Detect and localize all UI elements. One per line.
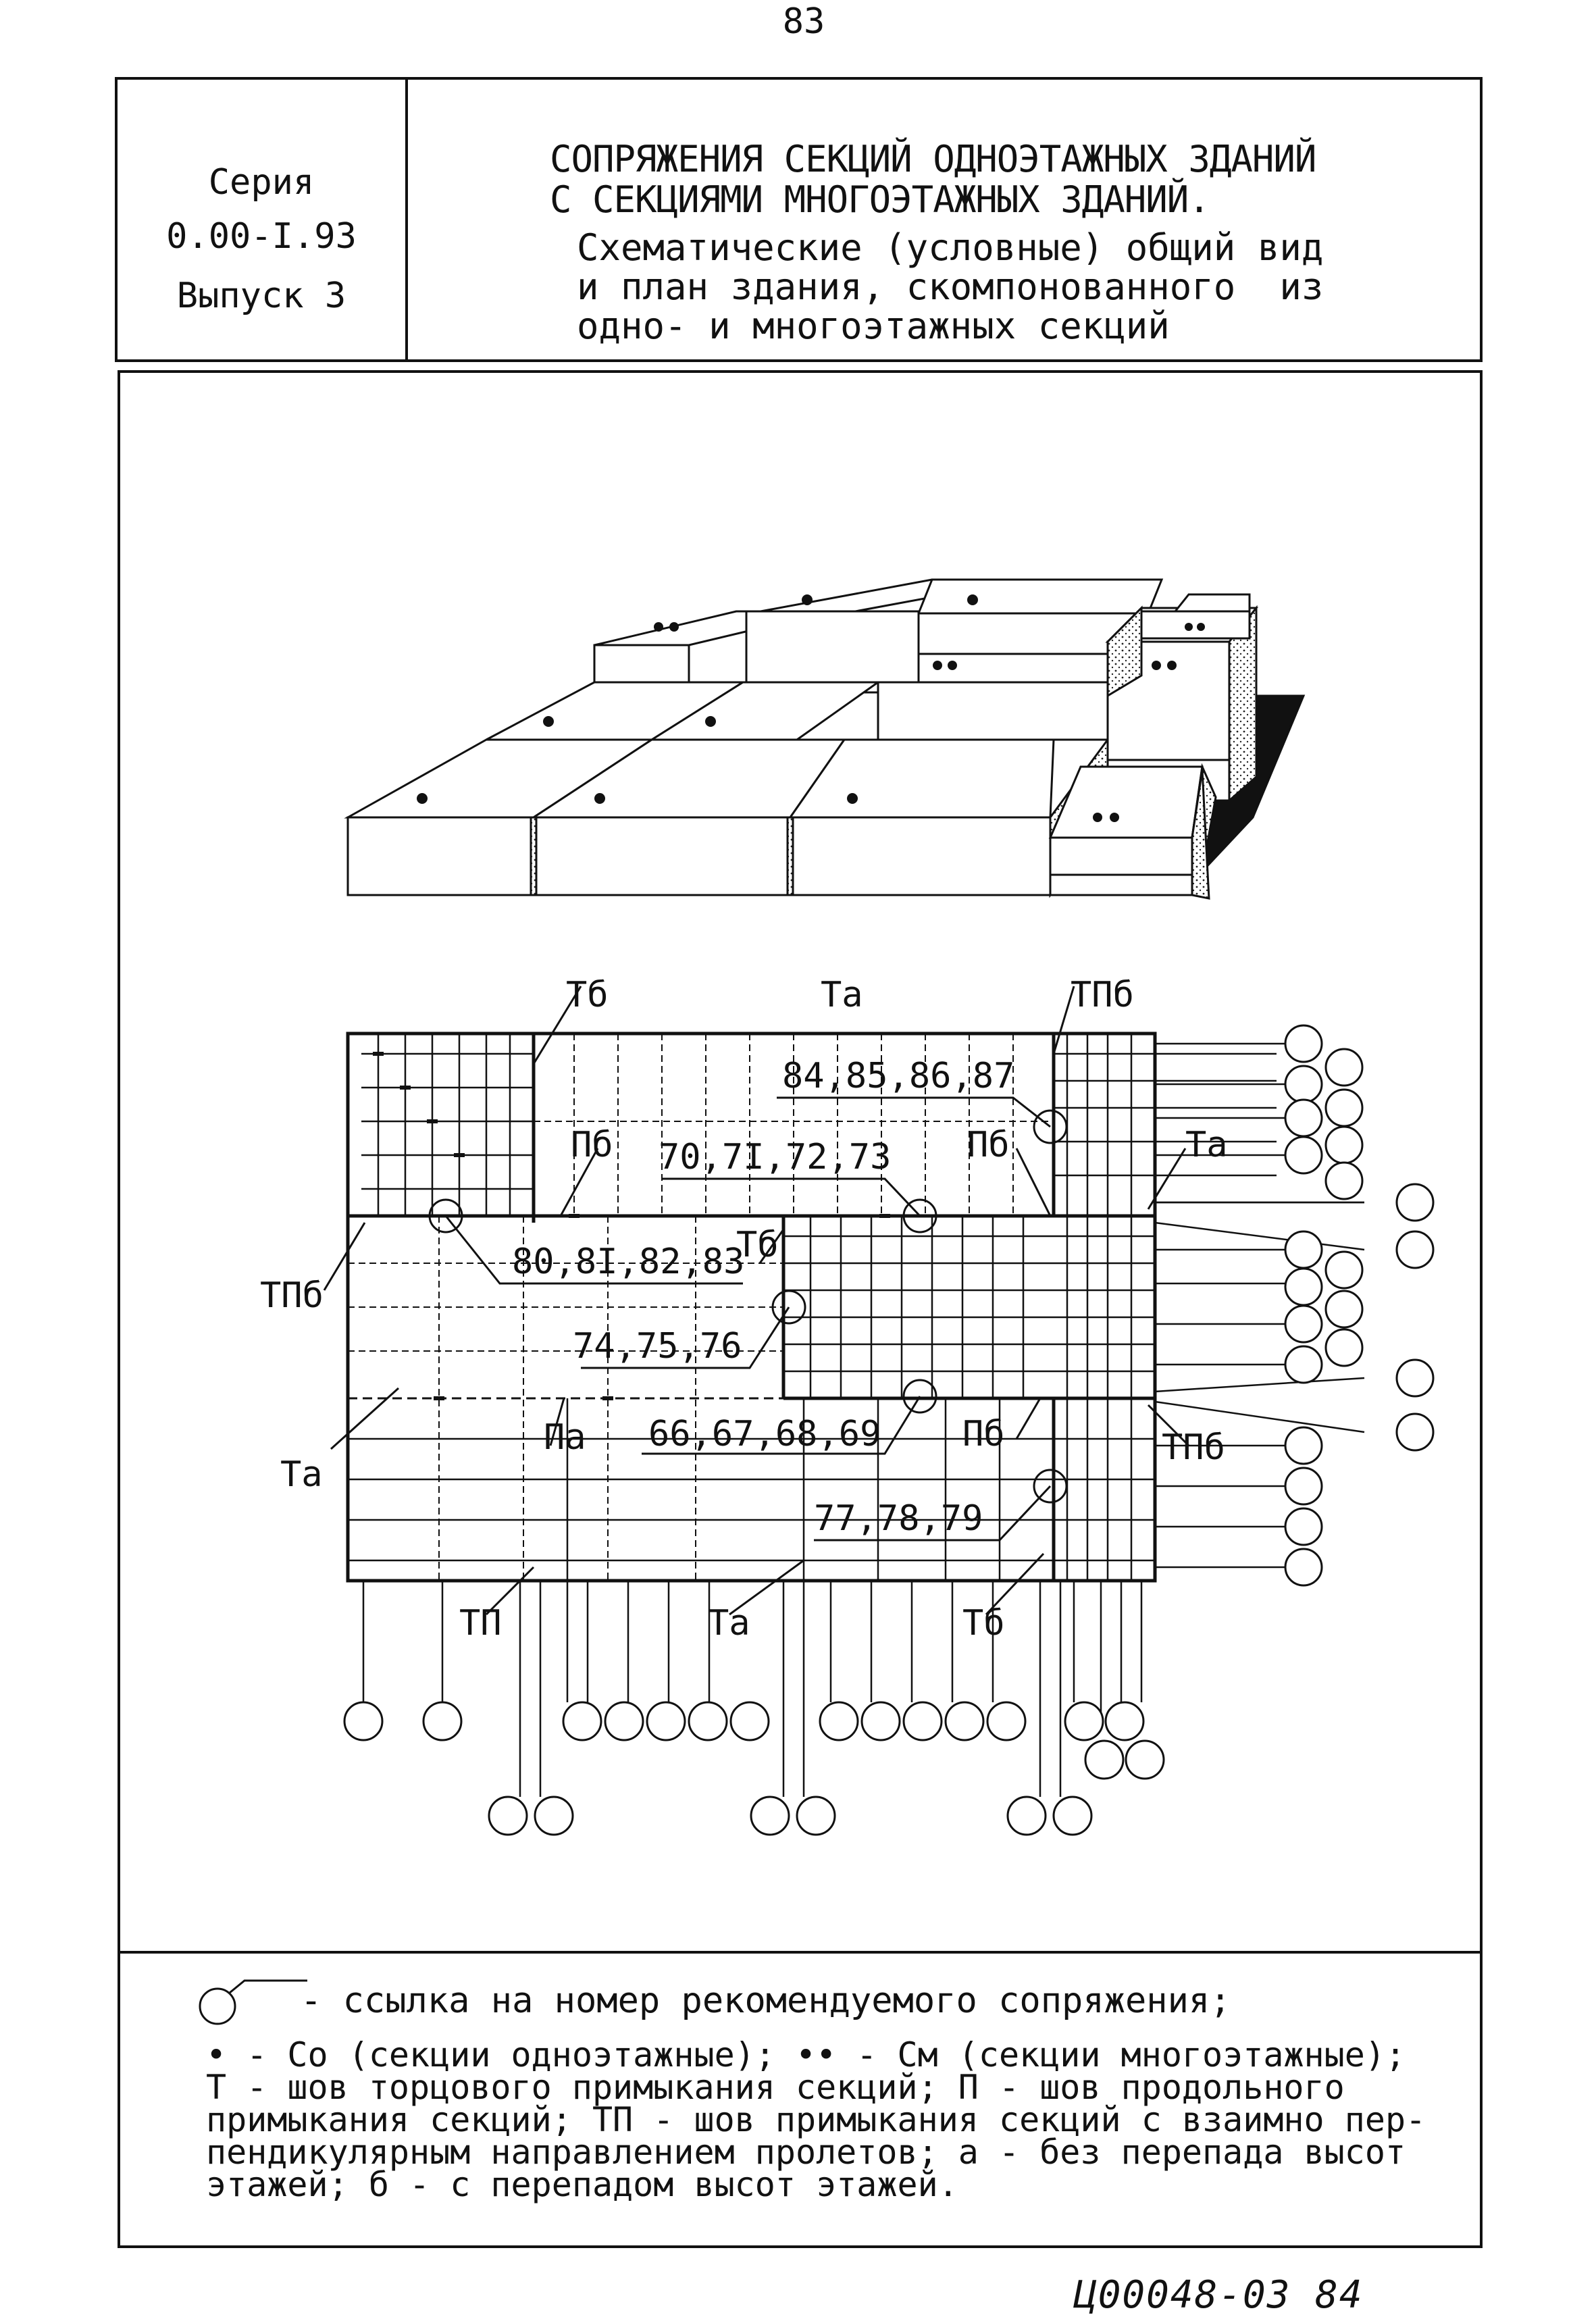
- single-story-marker-icon: [802, 594, 813, 605]
- single-story-marker-icon: [967, 594, 978, 605]
- label-p-b-left: Пб: [571, 1125, 613, 1165]
- multi-story-marker-icon: [1152, 661, 1177, 670]
- drawing-title: СОПРЯЖЕНИЯ СЕКЦИЙ ОДНОЭТАЖНЫХ ЗДАНИЙ С С…: [550, 138, 1316, 221]
- multi-story-marker-icon: [1185, 623, 1205, 631]
- label-p-b-low: Пб: [962, 1414, 1005, 1454]
- page-number: 83: [782, 1, 825, 42]
- title-block: Серия 0.00-I.93 Выпуск 3 СОПРЯЖЕНИЯ СЕКЦ…: [115, 77, 1483, 362]
- label-t-b-top: Тб: [566, 975, 609, 1015]
- joint-ref-80: 80,8I,82,83: [512, 1242, 744, 1282]
- axonometric-view: [344, 578, 1306, 900]
- label-tp-b-right: ТПб: [1162, 1427, 1225, 1468]
- label-t-a-right: Та: [1185, 1125, 1228, 1165]
- label-t-a-left: Та: [280, 1454, 323, 1495]
- axonometric-markers: [417, 594, 1205, 822]
- drawing-frame: [118, 370, 1483, 2248]
- legend-divider: [118, 1951, 1483, 1954]
- label-p-a: Па: [544, 1417, 586, 1458]
- series-cell: Серия 0.00-I.93 Выпуск 3: [118, 80, 408, 359]
- multi-story-marker-icon: [654, 622, 679, 632]
- issue-label: Выпуск 3: [176, 276, 346, 316]
- label-t-b-bottom: Тб: [962, 1603, 1005, 1644]
- multi-story-marker-icon: [1093, 813, 1119, 822]
- reference-circles: [343, 1024, 1435, 1836]
- single-story-marker-icon: [543, 716, 554, 727]
- drawing-subtitle: Схематические (условные) общий вид и пла…: [577, 226, 1324, 347]
- series-label: Серия: [208, 162, 315, 203]
- legend-text: • - Со (секции одноэтажные); •• - См (се…: [206, 2035, 1426, 2204]
- plan-labels: Тб Та ТПб Пб Пб Та ТПб Тб Та Па Пб ТПб Т…: [260, 975, 1228, 1644]
- single-story-marker-icon: [705, 716, 716, 727]
- label-tp-b-top: ТПб: [1071, 975, 1134, 1015]
- label-t-a-top: Та: [821, 975, 863, 1015]
- label-tp-b-left: ТПб: [260, 1275, 324, 1316]
- label-t-b-mid: Тб: [736, 1225, 779, 1265]
- label-t-a-bottom: Та: [708, 1603, 750, 1644]
- joint-ref-70: 70,7I,72,73: [659, 1137, 891, 1177]
- joint-ref-74: 74,75,76: [573, 1326, 742, 1367]
- joint-reference-numbers: 84,85,86,87 70,7I,72,73 80,8I,82,83 74,7…: [512, 1056, 1014, 1539]
- label-p-b-right: Пб: [967, 1125, 1010, 1165]
- joint-ref-77: 77,78,79: [814, 1498, 983, 1539]
- building-plan: [323, 986, 1435, 1836]
- series-code: 0.00-I.93: [166, 216, 357, 257]
- circle-with-leader-icon: [199, 1979, 307, 2025]
- single-story-marker-icon: [417, 793, 428, 804]
- joint-ref-66: 66,67,68,69: [648, 1414, 881, 1454]
- footer-code: Ц00048-03 84: [1074, 2273, 1364, 2317]
- multi-story-marker-icon: [933, 661, 957, 670]
- single-story-marker-icon: [847, 793, 858, 804]
- single-story-marker-icon: [594, 793, 605, 804]
- label-tp-bottom: ТП: [459, 1603, 502, 1644]
- legend-reference-text: - ссылка на номер рекомендуемого сопряже…: [301, 1981, 1231, 2021]
- joint-ref-84: 84,85,86,87: [782, 1056, 1014, 1096]
